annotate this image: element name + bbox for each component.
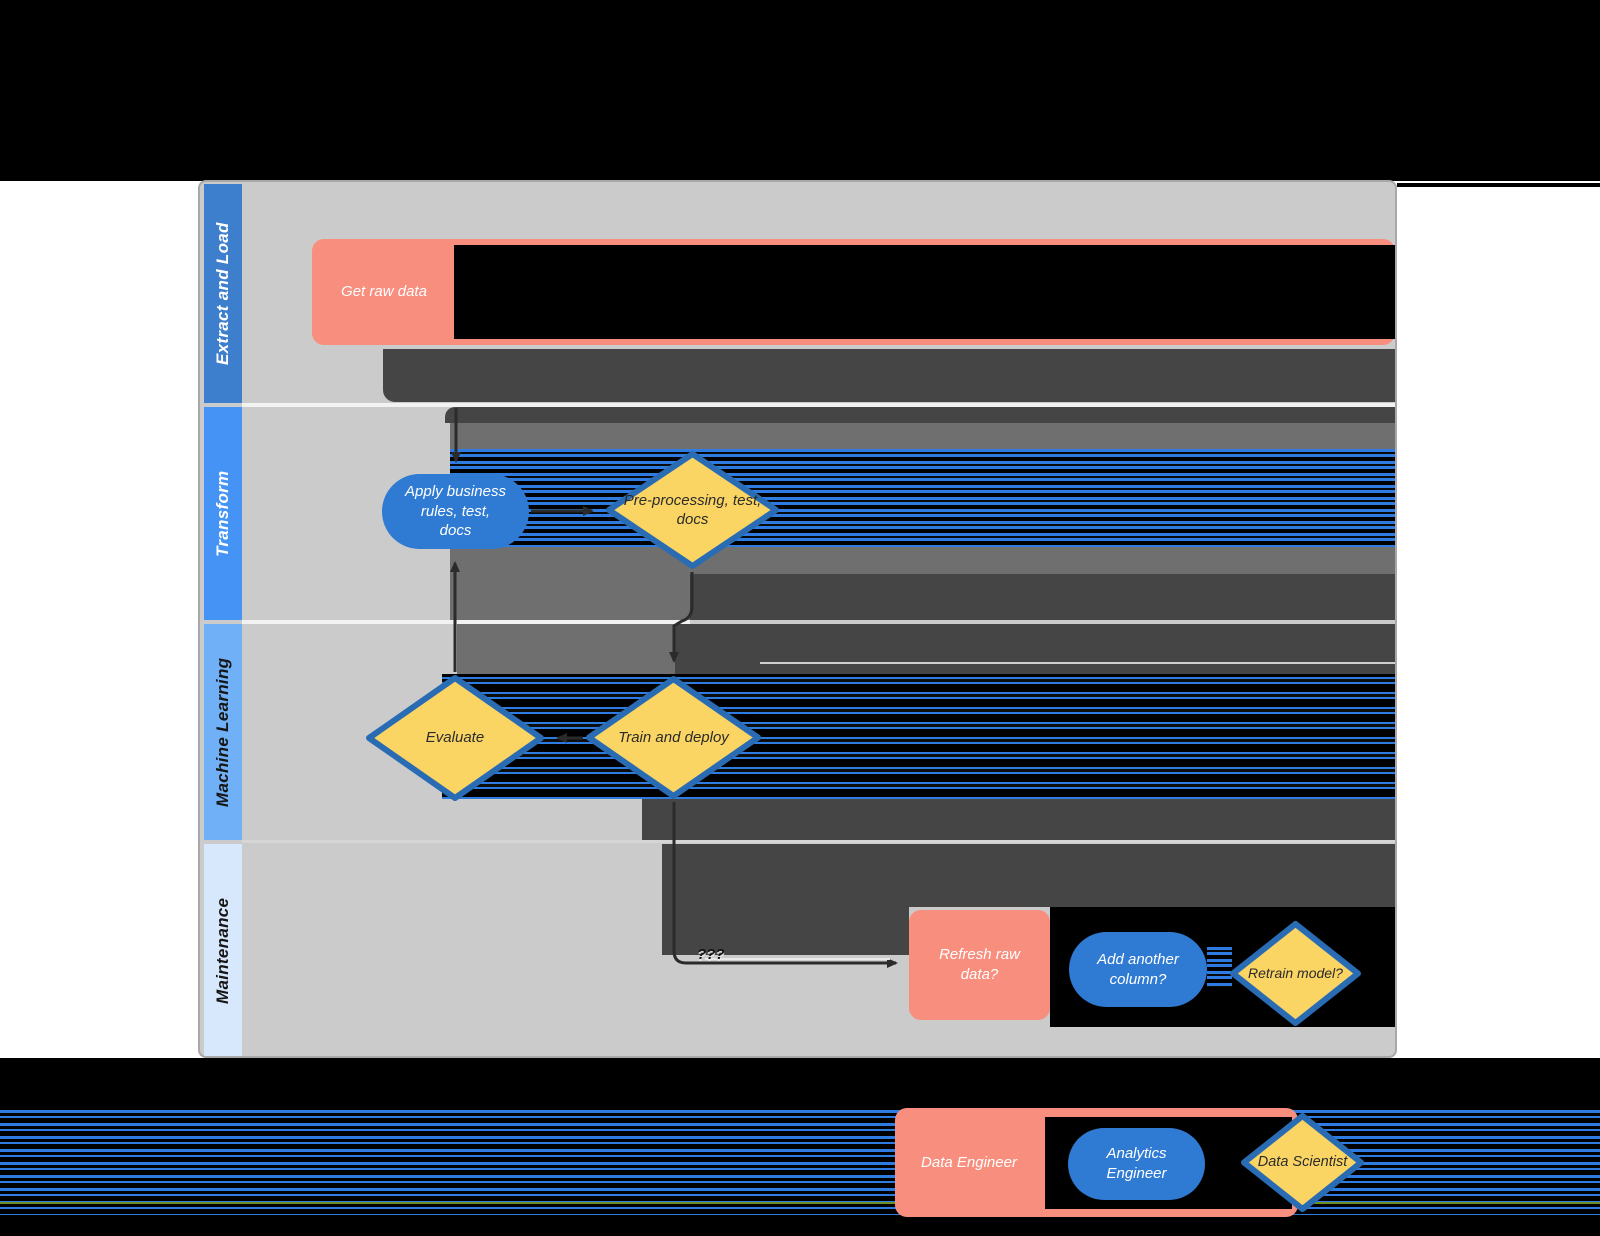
node-apply-business-rules[interactable]: Apply business rules, test, docs (382, 474, 529, 549)
glitch-band-lane2-gray3 (450, 574, 690, 620)
node-add-another-column[interactable]: Add another column? (1069, 932, 1207, 1007)
bottom-green-glitch-line (0, 1202, 1600, 1204)
legend-data-engineer[interactable]: Data Engineer (895, 1108, 1043, 1217)
node-get-raw-data[interactable]: Get raw data (312, 239, 456, 345)
glitch-band-lane2-gray1 (450, 423, 1395, 449)
node-refresh-raw-data[interactable]: Refresh raw data? (909, 910, 1050, 1020)
lane-divider-3 (242, 840, 1395, 843)
arrow-train-to-refresh (672, 802, 898, 968)
glitch-band-lane3-bottom (642, 799, 1395, 840)
diamond-shape (366, 675, 544, 801)
connector-arrows (450, 408, 898, 968)
node-label: Pre-processing, test, docs (623, 491, 762, 529)
glitch-band-lane2-bottom (690, 574, 1395, 620)
right-glitch-line (1397, 183, 1600, 187)
legend-label: Data Scientist (1257, 1154, 1348, 1171)
glitch-black-rect-lane1 (454, 245, 1395, 339)
glitch-band-lane3-gray (457, 624, 675, 674)
diamond-shape (1230, 921, 1361, 1026)
lane-header-machine-learning[interactable]: Machine Learning (204, 624, 242, 840)
legend-analytics-engineer[interactable]: Analytics Engineer (1068, 1128, 1205, 1200)
lane-header-extract-and-load[interactable]: Extract and Load (204, 184, 242, 403)
node-label: Get raw data (341, 283, 427, 301)
lane-divider-1 (242, 403, 1395, 407)
node-train-and-deploy[interactable]: Train and deploy (585, 675, 762, 800)
diamond-shape (1241, 1113, 1364, 1212)
node-label: Add another column? (1097, 950, 1179, 988)
node-label: Refresh raw data? (939, 946, 1020, 983)
lane-header-transform[interactable]: Transform (204, 407, 242, 620)
node-label: Apply business rules, test, docs (405, 482, 506, 540)
diamond-shape (606, 451, 779, 569)
glitch-band-lane2-stripes (450, 449, 1395, 547)
node-evaluate[interactable]: Evaluate (365, 674, 545, 802)
node-label: Evaluate (425, 729, 485, 747)
legend-label: Data Engineer (921, 1153, 1017, 1171)
legend-data-scientist[interactable]: Data Scientist (1240, 1112, 1365, 1213)
node-retrain-model[interactable]: Retrain model? (1229, 920, 1362, 1027)
lane-header-maintenance[interactable]: Maintenance (204, 844, 242, 1056)
glitch-band-lane1 (383, 349, 1395, 402)
swimlane-diagram: Extract and Load Transform Machine Learn… (198, 180, 1397, 1058)
legend-label: Analytics Engineer (1106, 1145, 1167, 1182)
top-black-band (0, 0, 1600, 181)
node-label: Retrain model? (1248, 965, 1343, 982)
node-pre-processing[interactable]: Pre-processing, test, docs (605, 450, 780, 570)
glitch-band-lane4-arm (662, 907, 909, 955)
glitch-hairline (760, 662, 1395, 664)
glitch-band-lane4-top (662, 844, 1395, 907)
glitch-stripe-patch (1207, 947, 1232, 987)
glitch-band-lane3-top (675, 624, 1395, 674)
glitch-band-lane2-gray2 (450, 547, 1395, 574)
glitch-band-lane2-top (445, 407, 1395, 423)
diamond-shape (586, 676, 761, 799)
lane-divider-2 (242, 620, 690, 624)
node-label: Train and deploy (618, 728, 729, 746)
connector-label: ??? (697, 946, 725, 963)
arrow-preprocessing-to-train (669, 572, 694, 663)
